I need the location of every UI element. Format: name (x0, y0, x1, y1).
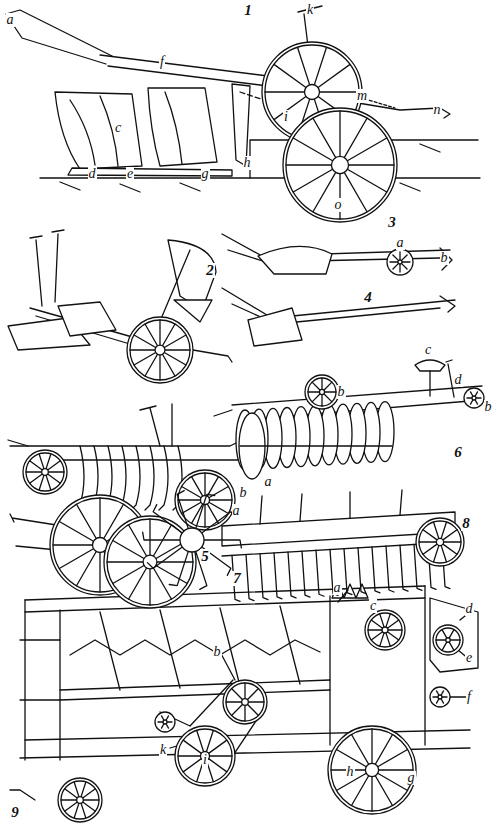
callout-letter: k (306, 3, 314, 17)
wheel (283, 108, 397, 222)
callout-letter: a (232, 504, 241, 518)
coulter (400, 545, 408, 591)
wheel (365, 610, 405, 650)
fork-tine (177, 491, 188, 529)
coulter (288, 552, 296, 598)
figure-number: 1 (243, 3, 253, 18)
coulter (246, 555, 254, 601)
wheel (175, 726, 235, 786)
wheel (23, 450, 67, 494)
plough-figure (6, 6, 480, 192)
figure-number: 7 (232, 571, 242, 586)
fork-tine (204, 540, 241, 548)
fork-tine (196, 494, 215, 528)
swing-plough-figure (222, 234, 452, 274)
coulter (260, 554, 268, 600)
callout-letter: a (333, 581, 342, 595)
coulter (372, 547, 380, 593)
wheel (433, 625, 463, 655)
figure-number: 8 (461, 516, 471, 531)
wheel (328, 726, 416, 814)
callout-letter: d (465, 602, 474, 616)
figure-number: 5 (200, 549, 210, 564)
callout-letter: b (440, 251, 449, 265)
tine (159, 446, 168, 510)
wheel (305, 375, 339, 409)
callout-letter: g (407, 771, 416, 785)
coulter (386, 546, 394, 592)
callout-letter: o (334, 198, 343, 212)
tine (145, 446, 154, 510)
reversible-plough-figure (8, 230, 232, 362)
coulter (344, 549, 352, 595)
wheel (155, 712, 175, 732)
wheel (464, 388, 484, 408)
callout-letter: c (369, 599, 377, 613)
callout-letter: a (396, 236, 405, 250)
walking-plough-figure (222, 288, 455, 346)
wheel (127, 317, 193, 383)
callout-letter: m (356, 89, 368, 103)
wheel (430, 687, 450, 707)
wheel (58, 778, 102, 822)
callout-letter: b (213, 645, 222, 659)
fork-tine (153, 505, 182, 533)
coulter (274, 553, 282, 599)
callout-letter: b (484, 400, 493, 414)
tine (131, 446, 140, 510)
callout-letter: b (337, 385, 346, 399)
callout-letter: d (454, 373, 463, 387)
callout-letter: n (433, 103, 442, 117)
callout-letter: k (159, 743, 167, 757)
callout-letter: c (114, 121, 122, 135)
callout-letter: f (466, 690, 472, 704)
fork-tine (147, 547, 182, 568)
wheel (223, 680, 267, 724)
callout-letter: a (264, 475, 273, 489)
fork-tine (143, 532, 180, 540)
coulter (302, 551, 310, 597)
callout-letter: h (346, 765, 355, 779)
figure-number: 2 (205, 263, 215, 278)
callout-letter: i (283, 110, 289, 124)
figure-number: 3 (387, 215, 397, 230)
wheel (416, 518, 464, 566)
callout-letter: e (465, 651, 473, 665)
callout-letter: b (239, 486, 248, 500)
figure-number: 6 (453, 445, 463, 460)
callout-letter: h (243, 156, 252, 170)
callout-letter: i (202, 753, 208, 767)
coulter (316, 550, 324, 596)
callout-letter: d (88, 167, 97, 181)
wheel (387, 249, 413, 275)
callout-letter: g (201, 167, 210, 181)
callout-letter: c (424, 343, 432, 357)
wheel (104, 516, 196, 608)
coulter (358, 548, 366, 594)
figure-number: 4 (363, 290, 373, 305)
fork-tine (169, 551, 188, 585)
figure-number: 9 (10, 805, 20, 820)
callout-letter: a (6, 13, 15, 27)
callout-letter: f (159, 55, 165, 69)
axle (240, 445, 392, 446)
wheel (175, 470, 235, 530)
callout-letter: e (126, 167, 134, 181)
